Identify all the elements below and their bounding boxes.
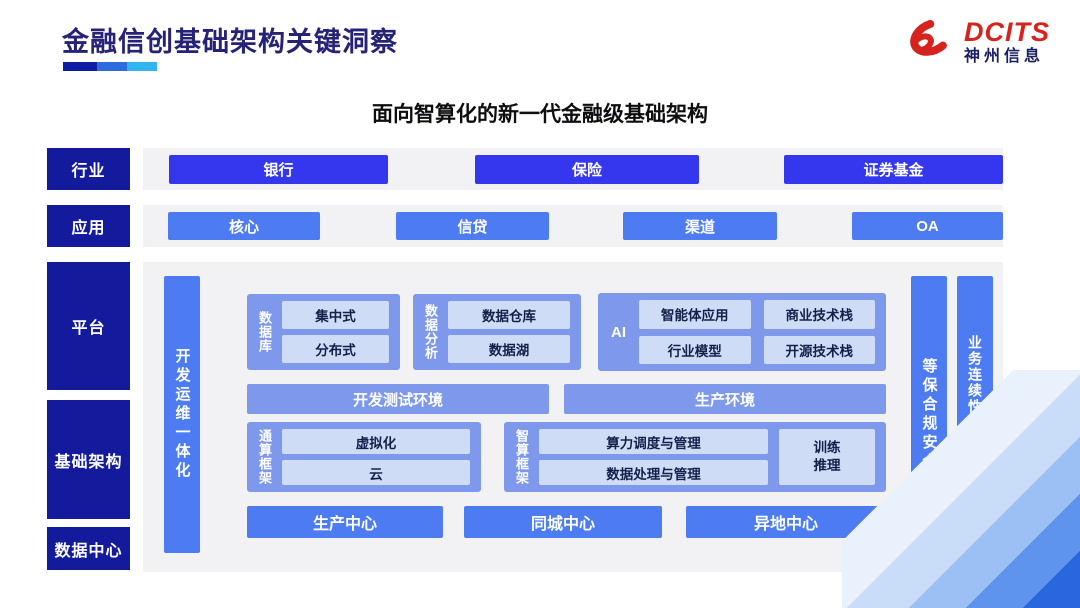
company-logo: DCITS 神州信息 — [894, 16, 1050, 68]
analytics-group-label: 数据分析 — [423, 304, 438, 360]
application-box-core: 核心 — [168, 212, 320, 240]
env-production-bar: 生产环境 — [564, 384, 886, 414]
ai-group-items: 智能体应用 商业技术栈 行业模型 开源技术栈 — [639, 300, 875, 364]
analytics-group-items: 数据仓库 数据湖 — [448, 301, 570, 363]
ai-item-industry-models: 行业模型 — [639, 335, 751, 364]
analytics-group: 数据分析 数据仓库 数据湖 — [413, 294, 581, 370]
sidebar-row-platform: 平台 — [47, 262, 130, 390]
application-box-credit: 信贷 — [396, 212, 549, 240]
title-underline-decoration — [63, 62, 157, 71]
devops-pillar-label: 开发运维一体化 — [173, 348, 191, 481]
center-box-production: 生产中心 — [247, 506, 443, 538]
center-box-samecity: 同城中心 — [464, 506, 662, 538]
dcits-swirl-icon — [910, 19, 947, 56]
ai-item-commercial-stack: 商业技术栈 — [763, 300, 875, 329]
general-compute-item-cloud: 云 — [282, 460, 470, 485]
underline-segment — [63, 62, 97, 71]
general-compute-item-virtualization: 虚拟化 — [282, 429, 470, 454]
industry-box-securities: 证券基金 — [784, 155, 1003, 184]
ai-compute-group: 智算框架 算力调度与管理 数据处理与管理 训练 推理 — [504, 422, 886, 492]
database-group-items: 集中式 分布式 — [282, 301, 389, 363]
sidebar-row-infrastructure: 基础架构 — [47, 400, 130, 519]
database-item-distributed: 分布式 — [282, 335, 389, 363]
logo-brand: DCITS — [964, 16, 1050, 47]
industry-box-insurance: 保险 — [475, 155, 699, 184]
logo-company-name: 神州信息 — [964, 48, 1045, 66]
ai-compute-group-label: 智算框架 — [514, 429, 529, 485]
analytics-item-lake: 数据湖 — [448, 335, 570, 363]
ai-group-label: AI — [611, 323, 626, 341]
general-compute-group: 通算框架 虚拟化 云 — [247, 422, 481, 492]
ai-compute-item-scheduling: 算力调度与管理 — [539, 429, 768, 454]
sidebar-row-industry: 行业 — [47, 148, 130, 190]
ai-item-agent-apps: 智能体应用 — [639, 300, 751, 329]
ai-compute-items: 算力调度与管理 数据处理与管理 — [539, 429, 768, 485]
diagram-title: 面向智算化的新一代金融级基础架构 — [372, 103, 708, 126]
underline-segment — [127, 62, 157, 71]
underline-segment — [97, 62, 127, 71]
database-group: 数据库 集中式 分布式 — [247, 294, 400, 370]
general-compute-group-label: 通算框架 — [257, 429, 272, 485]
sidebar-row-application: 应用 — [47, 205, 130, 247]
analytics-item-warehouse: 数据仓库 — [448, 301, 570, 329]
application-box-oa: OA — [852, 212, 1003, 240]
industry-box-bank: 银行 — [169, 155, 388, 184]
database-group-label: 数据库 — [257, 311, 272, 353]
database-item-centralized: 集中式 — [282, 301, 389, 329]
ai-group: AI 智能体应用 商业技术栈 行业模型 开源技术栈 — [598, 293, 886, 371]
logo-text: DCITS 神州信息 — [964, 18, 1050, 66]
ai-compute-item-dataprocessing: 数据处理与管理 — [539, 460, 768, 485]
devops-pillar: 开发运维一体化 — [164, 276, 200, 553]
env-devtest-bar: 开发测试环境 — [247, 384, 549, 414]
application-box-channel: 渠道 — [623, 212, 777, 240]
page-title: 金融信创基础架构关键洞察 — [62, 27, 398, 57]
ai-item-opensource-stack: 开源技术栈 — [763, 335, 875, 364]
sidebar-row-datacenter: 数据中心 — [47, 527, 130, 570]
corner-stripes-decoration — [842, 370, 1080, 608]
general-compute-items: 虚拟化 云 — [282, 429, 470, 485]
